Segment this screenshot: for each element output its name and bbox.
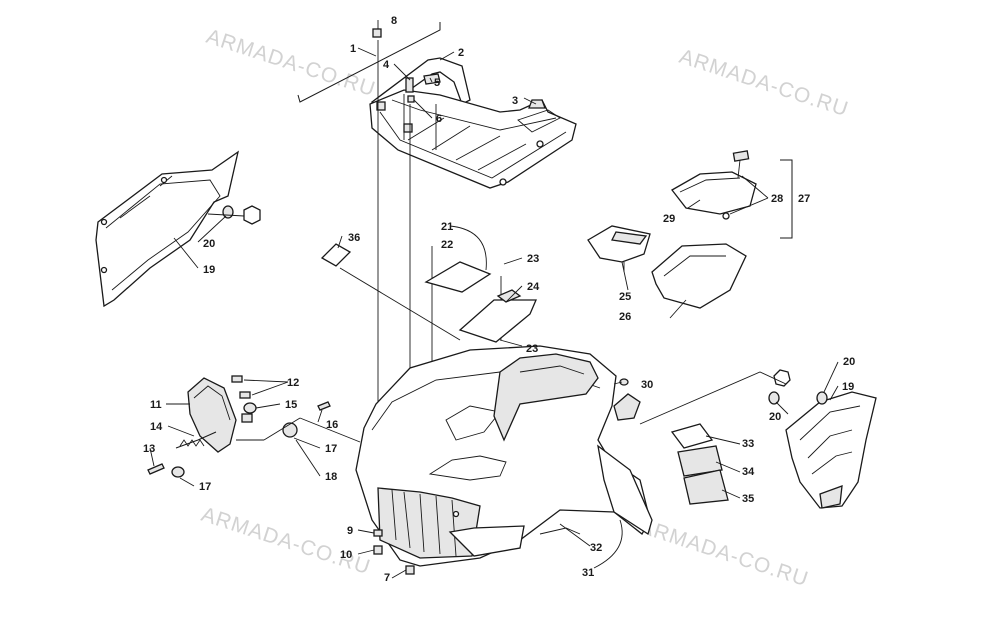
watermark-top-right: ARMADA-CO.RU bbox=[676, 45, 851, 121]
callout-25: 25 bbox=[619, 291, 631, 303]
callout-20-mid-right: 20 bbox=[769, 411, 781, 423]
left-fasteners bbox=[207, 205, 261, 225]
callout-33: 33 bbox=[742, 438, 754, 450]
callout-5: 5 bbox=[434, 77, 440, 89]
watermark-bottom-left: ARMADA-CO.RU bbox=[198, 503, 373, 579]
decal-36 bbox=[320, 243, 352, 267]
storage-components bbox=[587, 150, 757, 309]
callout-21: 21 bbox=[441, 221, 453, 233]
callout-28: 28 bbox=[771, 193, 783, 205]
front-fender bbox=[355, 345, 653, 567]
rack-group-bracket bbox=[297, 22, 441, 103]
callouts: 1 2 3 4 5 6 7 8 9 10 11 12 13 14 15 16 1… bbox=[143, 15, 855, 584]
callout-29: 29 bbox=[663, 213, 675, 225]
rack-hardware bbox=[372, 28, 546, 133]
callout-27: 27 bbox=[798, 193, 810, 205]
group-bracket-27 bbox=[780, 159, 793, 239]
callout-36: 36 bbox=[348, 232, 360, 244]
callout-15: 15 bbox=[285, 399, 297, 411]
grommet-18 bbox=[282, 422, 298, 438]
callout-24: 24 bbox=[527, 281, 540, 293]
callout-8: 8 bbox=[391, 15, 397, 27]
plate-5 bbox=[423, 73, 441, 85]
bolt-4 bbox=[405, 77, 414, 93]
callout-3: 3 bbox=[512, 95, 518, 107]
callout-30: 30 bbox=[641, 379, 653, 391]
callout-17-right: 17 bbox=[325, 443, 337, 455]
screw-13 bbox=[147, 463, 165, 475]
callout-23-bottom: 23 bbox=[526, 343, 538, 355]
callout-31: 31 bbox=[582, 567, 594, 579]
callout-23-top: 23 bbox=[527, 253, 539, 265]
callout-7: 7 bbox=[384, 572, 390, 584]
right-side-panel bbox=[785, 391, 877, 509]
callout-11: 11 bbox=[150, 399, 162, 411]
callout-4: 4 bbox=[383, 59, 390, 71]
callout-16: 16 bbox=[326, 419, 338, 431]
spring-14 bbox=[175, 431, 217, 449]
callout-2: 2 bbox=[458, 47, 464, 59]
callout-22: 22 bbox=[441, 239, 453, 251]
left-side-panel bbox=[95, 150, 240, 308]
headlight-assembly bbox=[147, 375, 361, 478]
bolt-16 bbox=[317, 401, 331, 411]
front-rack bbox=[369, 57, 577, 189]
decals bbox=[320, 243, 729, 505]
callout-6: 6 bbox=[436, 113, 442, 125]
callout-18: 18 bbox=[325, 471, 337, 483]
callout-20-top-right: 20 bbox=[843, 356, 855, 368]
washer-17 bbox=[171, 466, 185, 478]
watermark-top-left: ARMADA-CO.RU bbox=[203, 25, 378, 101]
callout-19-left: 19 bbox=[203, 264, 215, 276]
callout-12: 12 bbox=[287, 377, 299, 389]
bracket-24 bbox=[458, 299, 537, 343]
callout-26: 26 bbox=[619, 311, 631, 323]
callout-34: 34 bbox=[742, 466, 755, 478]
leader-lines bbox=[149, 20, 839, 579]
watermark-bottom-right: ARMADA-CO.RU bbox=[636, 515, 811, 591]
nut-8 bbox=[372, 28, 382, 38]
callout-1: 1 bbox=[350, 43, 356, 55]
callout-17-left: 17 bbox=[199, 481, 211, 493]
callout-35: 35 bbox=[742, 493, 754, 505]
callout-32: 32 bbox=[590, 542, 602, 554]
right-fasteners bbox=[639, 369, 828, 425]
callout-13: 13 bbox=[143, 443, 155, 455]
callout-10: 10 bbox=[340, 549, 352, 561]
callout-19-right: 19 bbox=[842, 381, 854, 393]
callout-9: 9 bbox=[347, 525, 353, 537]
callout-14: 14 bbox=[150, 421, 163, 433]
decal-21 bbox=[424, 261, 492, 293]
bracket-30 bbox=[613, 393, 641, 421]
callout-20-left: 20 bbox=[203, 238, 215, 250]
